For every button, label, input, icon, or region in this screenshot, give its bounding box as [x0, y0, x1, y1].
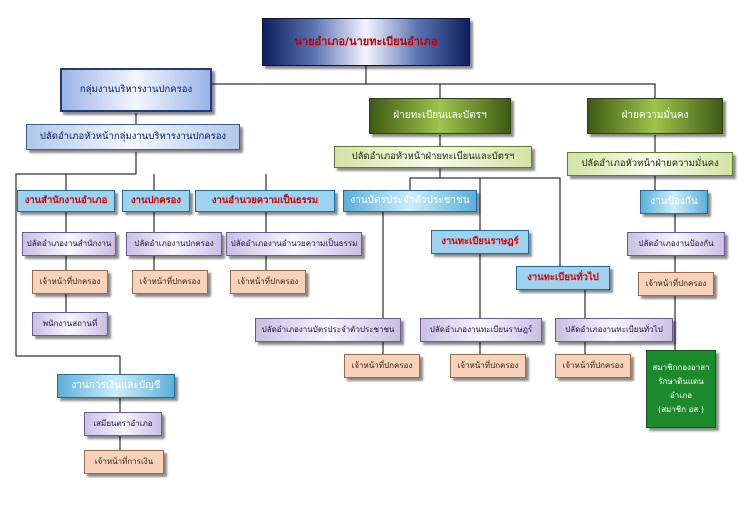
- unit-general-reg-label: งานทะเบียนทั่วไป: [527, 271, 599, 283]
- district-chief-box: นายอำเภอ/นายทะเบียนอำเภอ: [262, 18, 470, 66]
- members-line-4: (สมาชิก อส.): [658, 405, 704, 414]
- unit-governance-box: งานปกครอง: [122, 190, 190, 212]
- admin-group-label: กลุ่มงานบริหารงานปกครอง: [79, 83, 193, 95]
- staff-governance-label: เจ้าหน้าที่ปกครอง: [139, 277, 201, 287]
- finance-clerk-label: เสมียนตราอำเภอ: [93, 419, 153, 429]
- deputy-prevention-label: ปลัดอำเภองานป้องกัน: [638, 239, 714, 249]
- registration-dept-box: ฝ่ายทะเบียนและบัตรฯ: [369, 98, 511, 134]
- staff-general-reg-box: เจ้าหน้าที่ปกครอง: [555, 354, 631, 378]
- unit-id-card-box: งานบัตรประจำตัวประชาชน: [343, 190, 477, 212]
- unit-justice-box: งานอำนวยความเป็นธรรม: [195, 190, 335, 212]
- unit-office-label: งานสำนักงานอำเภอ: [24, 194, 108, 206]
- admin-group-box: กลุ่มงานบริหารงานปกครอง: [60, 68, 212, 112]
- district-chief-label: นายอำเภอ/นายทะเบียนอำเภอ: [294, 34, 438, 48]
- unit-general-reg-box: งานทะเบียนทั่วไป: [516, 266, 610, 290]
- finance-clerk-box: เสมียนตราอำเภอ: [84, 412, 162, 436]
- members-line-2: รักษาดินแดน: [658, 377, 704, 386]
- security-dept-box: ฝ่ายความมั่นคง: [587, 98, 723, 134]
- finance-staff-label: เจ้าหน้าที่การเงิน: [94, 457, 154, 467]
- security-dept-label: ฝ่ายความมั่นคง: [621, 110, 689, 122]
- security-head-label: ปลัดอำเภอหัวหน้าฝ่ายความมั่นคง: [581, 157, 719, 169]
- deputy-civil-reg-label: ปลัดอำเภองานทะเบียนราษฎร์: [429, 325, 533, 335]
- finance-unit-label: งานการเงินและบัญชี: [71, 380, 161, 392]
- deputy-office-label: ปลัดอำเภองานสำนักงาน: [26, 239, 112, 249]
- admin-group-head-label: ปลัดอำเภอหัวหน้ากลุ่มงานบริหารงานปกครอง: [39, 130, 227, 142]
- deputy-id-card-label: ปลัดอำเภองานบัตรประจำตัวประชาชน: [261, 325, 395, 335]
- staff-office-box: เจ้าหน้าที่ปกครอง: [32, 270, 108, 294]
- unit-office-box: งานสำนักงานอำเภอ: [17, 190, 115, 212]
- members-line-3: อำเภอ: [669, 391, 693, 400]
- staff-prevention-box: เจ้าหน้าที่ปกครอง: [638, 272, 714, 296]
- deputy-general-reg-box: ปลัดอำเภองานทะเบียนทั่วไป: [555, 318, 673, 342]
- registration-dept-label: ฝ่ายทะเบียนและบัตรฯ: [393, 110, 487, 122]
- unit-prevention-box: งานป้องกัน: [640, 190, 708, 214]
- unit-justice-label: งานอำนวยความเป็นธรรม: [211, 194, 319, 206]
- finance-unit-box: งานการเงินและบัญชี: [57, 374, 175, 398]
- deputy-governance-box: ปลัดอำเภองานปกครอง: [126, 232, 222, 256]
- deputy-general-reg-label: ปลัดอำเภองานทะเบียนทั่วไป: [565, 325, 663, 335]
- staff-civil-reg-label: เจ้าหน้าที่ปกครอง: [457, 361, 519, 371]
- staff-prevention-label: เจ้าหน้าที่ปกครอง: [645, 279, 707, 289]
- unit-id-card-label: งานบัตรประจำตัวประชาชน: [350, 195, 470, 207]
- staff-governance-box: เจ้าหน้าที่ปกครอง: [132, 270, 208, 294]
- registration-head-box: ปลัดอำเภอหัวหน้าฝ่ายทะเบียนและบัตรฯ: [334, 146, 532, 168]
- unit-civil-reg-label: งานทะเบียนราษฎร์: [441, 235, 519, 247]
- unit-governance-label: งานปกครอง: [130, 194, 182, 206]
- deputy-justice-box: ปลัดอำเภองานอำนวยความเป็นธรรม: [226, 232, 362, 256]
- deputy-id-card-box: ปลัดอำเภองานบัตรประจำตัวประชาชน: [255, 318, 401, 342]
- deputy-prevention-box: ปลัดอำเภองานป้องกัน: [627, 232, 725, 256]
- staff-id-card-label: เจ้าหน้าที่ปกครอง: [351, 361, 413, 371]
- admin-group-head-box: ปลัดอำเภอหัวหน้ากลุ่มงานบริหารงานปกครอง: [26, 124, 240, 150]
- staff-justice-label: เจ้าหน้าที่ปกครอง: [237, 277, 299, 287]
- members-line-1: สมาชิกกองอาสา: [652, 363, 710, 372]
- unit-civil-reg-box: งานทะเบียนราษฎร์: [431, 230, 529, 254]
- unit-prevention-label: งานป้องกัน: [650, 196, 698, 208]
- registration-head-label: ปลัดอำเภอหัวหน้าฝ่ายทะเบียนและบัตรฯ: [351, 150, 515, 162]
- staff-id-card-box: เจ้าหน้าที่ปกครอง: [344, 354, 420, 378]
- site-worker-label: พนักงานสถานที่: [42, 319, 98, 329]
- staff-civil-reg-box: เจ้าหน้าที่ปกครอง: [450, 354, 526, 378]
- deputy-office-box: ปลัดอำเภองานสำนักงาน: [22, 232, 116, 256]
- staff-general-reg-label: เจ้าหน้าที่ปกครอง: [562, 361, 624, 371]
- deputy-civil-reg-box: ปลัดอำเภองานทะเบียนราษฎร์: [420, 318, 542, 342]
- security-head-box: ปลัดอำเภอหัวหน้าฝ่ายความมั่นคง: [567, 152, 733, 176]
- deputy-justice-label: ปลัดอำเภองานอำนวยความเป็นธรรม: [230, 239, 358, 249]
- staff-justice-box: เจ้าหน้าที่ปกครอง: [230, 270, 306, 294]
- staff-office-label: เจ้าหน้าที่ปกครอง: [39, 277, 101, 287]
- deputy-governance-label: ปลัดอำเภองานปกครอง: [134, 239, 214, 249]
- site-worker-box: พนักงานสถานที่: [32, 312, 108, 336]
- finance-staff-box: เจ้าหน้าที่การเงิน: [84, 450, 164, 474]
- volunteer-members-box: สมาชิกกองอาสา รักษาดินแดน อำเภอ (สมาชิก …: [646, 350, 716, 428]
